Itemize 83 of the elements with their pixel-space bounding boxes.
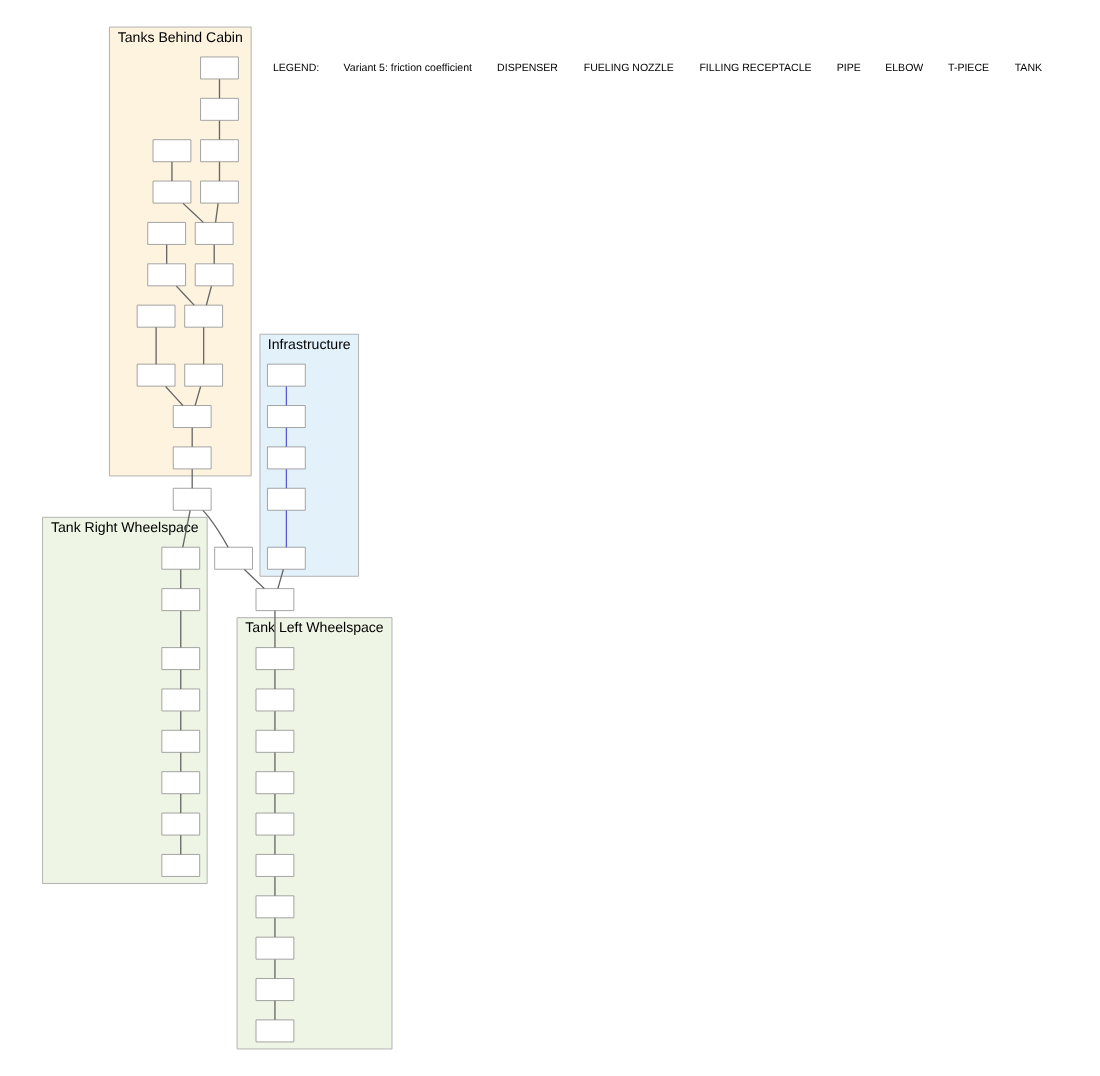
node-box xyxy=(255,854,295,877)
connector xyxy=(180,710,182,731)
connector xyxy=(274,876,276,897)
node-box xyxy=(184,363,223,387)
node-box xyxy=(161,771,201,795)
connector xyxy=(214,202,219,224)
node-box xyxy=(172,405,212,428)
node-box xyxy=(255,812,295,836)
connector xyxy=(274,1000,276,1021)
node-box xyxy=(255,729,295,753)
connector xyxy=(285,427,288,448)
node-box xyxy=(214,546,253,570)
node-box xyxy=(161,854,201,877)
connector xyxy=(274,710,276,731)
connector xyxy=(194,385,202,407)
connector xyxy=(274,834,276,855)
node-box xyxy=(161,688,201,712)
connector xyxy=(218,161,221,182)
connector xyxy=(155,326,157,365)
node-box xyxy=(194,222,234,245)
connector xyxy=(180,669,182,690)
node-box xyxy=(255,895,295,919)
connector xyxy=(182,202,204,224)
connector xyxy=(274,917,276,938)
node-box xyxy=(147,263,187,287)
connector xyxy=(277,568,285,590)
node-box xyxy=(267,446,306,470)
connector xyxy=(180,793,182,814)
node-box xyxy=(255,588,295,612)
connector xyxy=(203,326,205,365)
connector xyxy=(285,468,288,489)
node-box xyxy=(152,180,192,204)
node-box xyxy=(267,363,306,387)
node-box xyxy=(161,812,201,836)
connector xyxy=(213,244,215,265)
node-box xyxy=(255,1019,295,1043)
connector xyxy=(285,385,288,407)
node-box xyxy=(172,487,212,511)
node-box xyxy=(267,546,306,570)
node-box xyxy=(255,771,295,795)
node-box xyxy=(200,97,239,121)
connector xyxy=(218,78,221,99)
connector xyxy=(164,385,184,407)
node-box xyxy=(172,446,212,470)
node-box xyxy=(161,546,201,570)
node-box xyxy=(147,222,187,245)
connector xyxy=(243,568,265,590)
node-box xyxy=(152,139,192,163)
node-box xyxy=(200,139,239,163)
node-box xyxy=(161,647,201,671)
connector xyxy=(180,610,182,649)
node-box xyxy=(267,405,306,428)
node-box xyxy=(136,304,176,328)
node-box xyxy=(136,363,176,387)
connector xyxy=(175,285,195,306)
connector xyxy=(191,427,193,448)
node-box xyxy=(161,588,201,612)
connector xyxy=(180,834,182,855)
connector xyxy=(205,285,213,306)
node-box xyxy=(255,688,295,712)
node-box xyxy=(200,180,239,204)
connector xyxy=(166,244,168,265)
connector xyxy=(182,509,191,548)
node-box xyxy=(200,56,239,80)
node-box xyxy=(255,936,295,960)
node-box xyxy=(184,304,223,328)
node-box xyxy=(255,978,295,1001)
connector xyxy=(171,161,173,182)
connector xyxy=(202,509,229,548)
connector xyxy=(285,509,288,548)
connector xyxy=(274,610,276,649)
connector xyxy=(274,669,276,690)
connector xyxy=(218,119,221,141)
connector xyxy=(274,958,276,980)
connector xyxy=(274,751,276,773)
connector xyxy=(191,468,193,489)
connector xyxy=(274,793,276,814)
node-box xyxy=(255,647,295,671)
node-box xyxy=(161,729,201,753)
node-box xyxy=(194,263,234,287)
node-box xyxy=(267,487,306,511)
connector xyxy=(180,751,182,773)
connector xyxy=(180,568,182,590)
